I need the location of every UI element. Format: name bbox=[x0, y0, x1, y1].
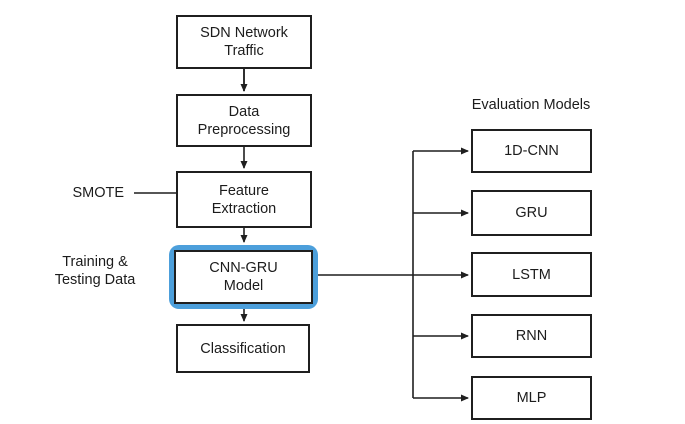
node-lstm: LSTM bbox=[471, 252, 592, 297]
node-classification: Classification bbox=[176, 324, 310, 373]
node-cnn-gru-model-highlight: CNN-GRU Model bbox=[169, 245, 318, 309]
node-gru: GRU bbox=[471, 190, 592, 236]
label-smote: SMOTE bbox=[72, 185, 124, 201]
node-data-preprocessing: Data Preprocessing bbox=[176, 94, 312, 147]
node-rnn: RNN bbox=[471, 314, 592, 358]
node-sdn-network-traffic: SDN Network Traffic bbox=[176, 15, 312, 69]
node-mlp: MLP bbox=[471, 376, 592, 420]
node-1d-cnn: 1D-CNN bbox=[471, 129, 592, 173]
node-feature-extraction: Feature Extraction bbox=[176, 171, 312, 228]
node-cnn-gru-model: CNN-GRU Model bbox=[174, 250, 313, 304]
label-training-testing-data: Training & Testing Data bbox=[54, 254, 136, 288]
evaluation-models-heading: Evaluation Models bbox=[471, 97, 591, 113]
